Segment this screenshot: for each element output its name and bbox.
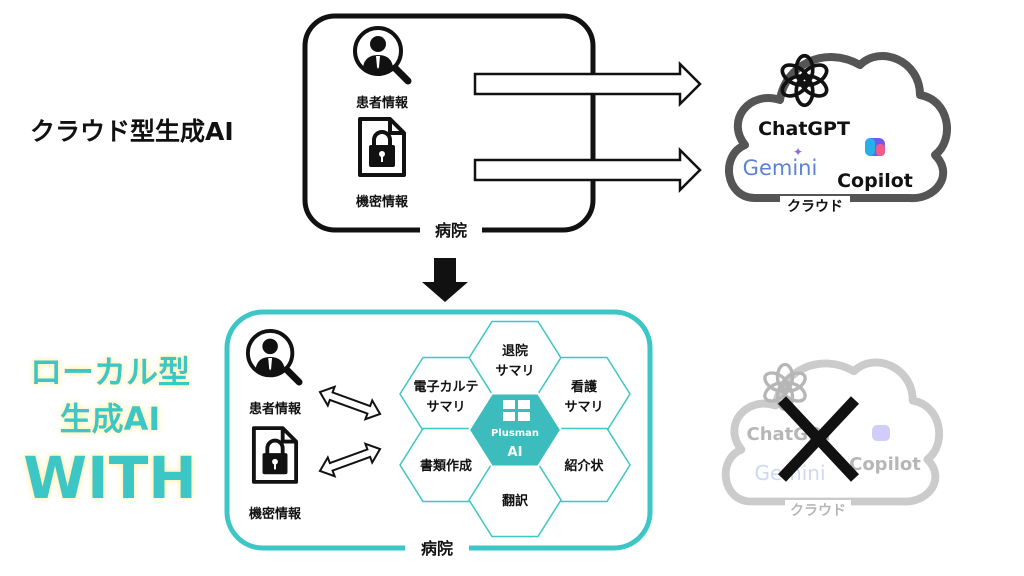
feature-label: 看護 <box>571 379 598 395</box>
confidential-info-label: 機密情報 <box>356 194 409 210</box>
arrow-down-icon <box>422 258 468 302</box>
cross-icon <box>777 396 860 482</box>
plusman-brand-label: Plusman <box>491 428 539 439</box>
arrow-right-icon <box>473 60 702 108</box>
gemini-sparkle-icon: ✦ <box>793 145 803 159</box>
chatgpt-label: ChatGPT <box>758 118 850 140</box>
feature-label: 翻訳 <box>502 493 529 509</box>
copilot-label: Copilot <box>849 454 921 475</box>
feature-label: 退院 <box>502 343 528 359</box>
feature-label: サマリ <box>564 400 603 415</box>
patient-info-label: 患者情報 <box>356 95 409 111</box>
feature-label: サマリ <box>495 364 534 379</box>
confidential-info-label: 機密情報 <box>249 506 302 522</box>
copilot-label: Copilot <box>837 170 913 192</box>
double-arrow-icon <box>318 385 382 421</box>
cloud-ai-label: クラウド型生成AI <box>30 117 234 146</box>
feature-label: サマリ <box>426 400 465 415</box>
cloud-label: クラウド <box>787 199 843 215</box>
hex-document-creation: 書類作成 <box>399 427 493 503</box>
double-arrow-icon <box>318 442 382 478</box>
cloud-label: クラウド <box>790 503 846 519</box>
cloud-services-disabled: ChatGPT Gemini Copilot クラウド <box>726 362 939 522</box>
feature-label: 書類作成 <box>420 458 472 474</box>
hospital-box-top <box>302 13 596 233</box>
arrow-right-icon <box>473 146 702 194</box>
copilot-logo-icon <box>872 425 890 441</box>
local-ai-title: ローカル型 生成AI WITH <box>23 353 197 512</box>
hospital-label-top: 病院 <box>435 221 467 240</box>
hospital-label-local: 病院 <box>421 539 453 558</box>
plusman-logo-icon <box>503 400 530 421</box>
ai-label: AI <box>508 445 523 460</box>
cloud-services: ChatGPT Gemini ✦ Copilot クラウド <box>729 56 947 218</box>
lock-document-icon <box>358 117 406 177</box>
hex-translation: 翻訳 <box>468 462 562 538</box>
svg-text:ローカル型: ローカル型 <box>30 353 190 391</box>
lock-document-icon <box>251 426 299 484</box>
svg-text:生成AI: 生成AI <box>60 400 161 438</box>
patient-info-label: 患者情報 <box>249 401 302 417</box>
feature-label: 電子カルテ <box>413 380 478 395</box>
feature-label: 紹介状 <box>564 458 604 474</box>
feature-hexagons: 退院サマリ電子カルテサマリ看護サマリ書類作成紹介状翻訳PlusmanAI <box>399 320 631 538</box>
gemini-label: Gemini <box>743 156 818 180</box>
svg-text:WITH: WITH <box>23 444 197 512</box>
